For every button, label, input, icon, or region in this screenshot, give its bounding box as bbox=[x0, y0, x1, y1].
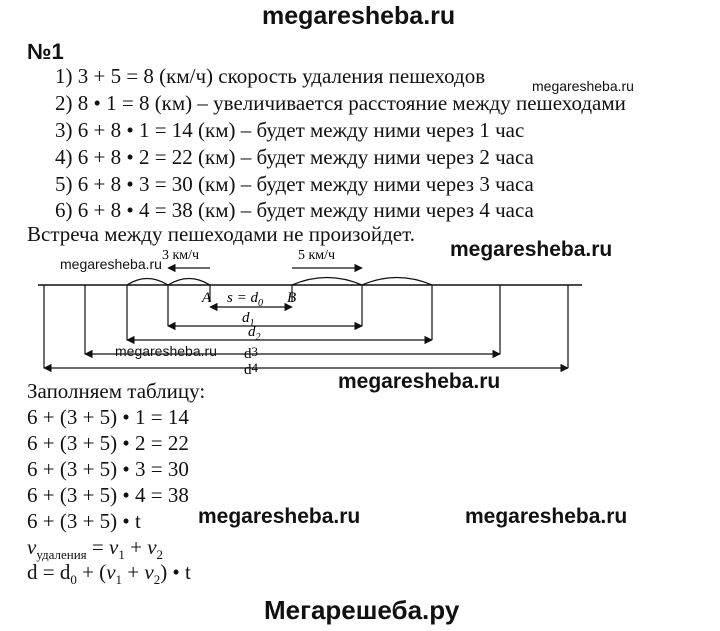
point-b: B bbox=[287, 290, 296, 306]
d4-label: d4 bbox=[244, 360, 259, 378]
watermark-small: megaresheba.ru bbox=[115, 343, 217, 359]
tick-marks bbox=[43, 285, 569, 368]
s-label: s = d0 bbox=[227, 290, 263, 309]
table-title: Заполняем таблицу: bbox=[27, 379, 206, 403]
formula-v-removal: vудаления = v1 + v2 bbox=[27, 535, 164, 563]
point-a: A bbox=[201, 290, 212, 306]
header-watermark: megaresheba.ru bbox=[262, 2, 456, 30]
walkers-diagram: 3 км/ч 5 км/ч A B s = d0 d1 d2 d3 d4 bbox=[38, 248, 582, 378]
conclusion: Встреча между пешеходами не произойдет. bbox=[27, 222, 415, 246]
table-row-1: 6 + (3 + 5) • 1 = 14 bbox=[27, 405, 189, 429]
speed-left-label: 3 км/ч bbox=[162, 248, 199, 263]
footer-brand: Мегарешеба.ру bbox=[264, 595, 460, 625]
formula-d: d = d0 + (v1 + v2) • t bbox=[27, 560, 191, 588]
step-5: 5) 6 + 8 • 3 = 30 (км) – будет между ним… bbox=[55, 172, 534, 196]
step-6: 6) 6 + 8 • 4 = 38 (км) – будет между ним… bbox=[55, 198, 534, 222]
step-4: 4) 6 + 8 • 2 = 22 (км) – будет между ним… bbox=[55, 145, 534, 169]
watermark-small: megaresheba.ru bbox=[532, 78, 634, 94]
watermark-big: megaresheba.ru bbox=[450, 238, 613, 261]
watermark-big: megaresheba.ru bbox=[338, 370, 501, 393]
watermark-small: megaresheba.ru bbox=[60, 256, 162, 272]
table-row-2: 6 + (3 + 5) • 2 = 22 bbox=[27, 431, 189, 455]
table-row-3: 6 + (3 + 5) • 3 = 30 bbox=[27, 457, 189, 481]
problem-number: №1 bbox=[27, 39, 64, 64]
watermark-big: megaresheba.ru bbox=[465, 505, 628, 528]
hop-arcs bbox=[126, 276, 433, 286]
table-row-5: 6 + (3 + 5) • t bbox=[27, 509, 141, 533]
step-2: 2) 8 • 1 = 8 (км) – увеличивается рассто… bbox=[55, 91, 626, 115]
table-row-4: 6 + (3 + 5) • 4 = 38 bbox=[27, 483, 189, 507]
step-3: 3) 6 + 8 • 1 = 14 (км) – будет между ним… bbox=[55, 118, 525, 142]
step-1: 1) 3 + 5 = 8 (км/ч) скорость удаления пе… bbox=[55, 64, 486, 88]
watermark-big: megaresheba.ru bbox=[198, 505, 361, 528]
speed-right-label: 5 км/ч bbox=[298, 248, 335, 263]
